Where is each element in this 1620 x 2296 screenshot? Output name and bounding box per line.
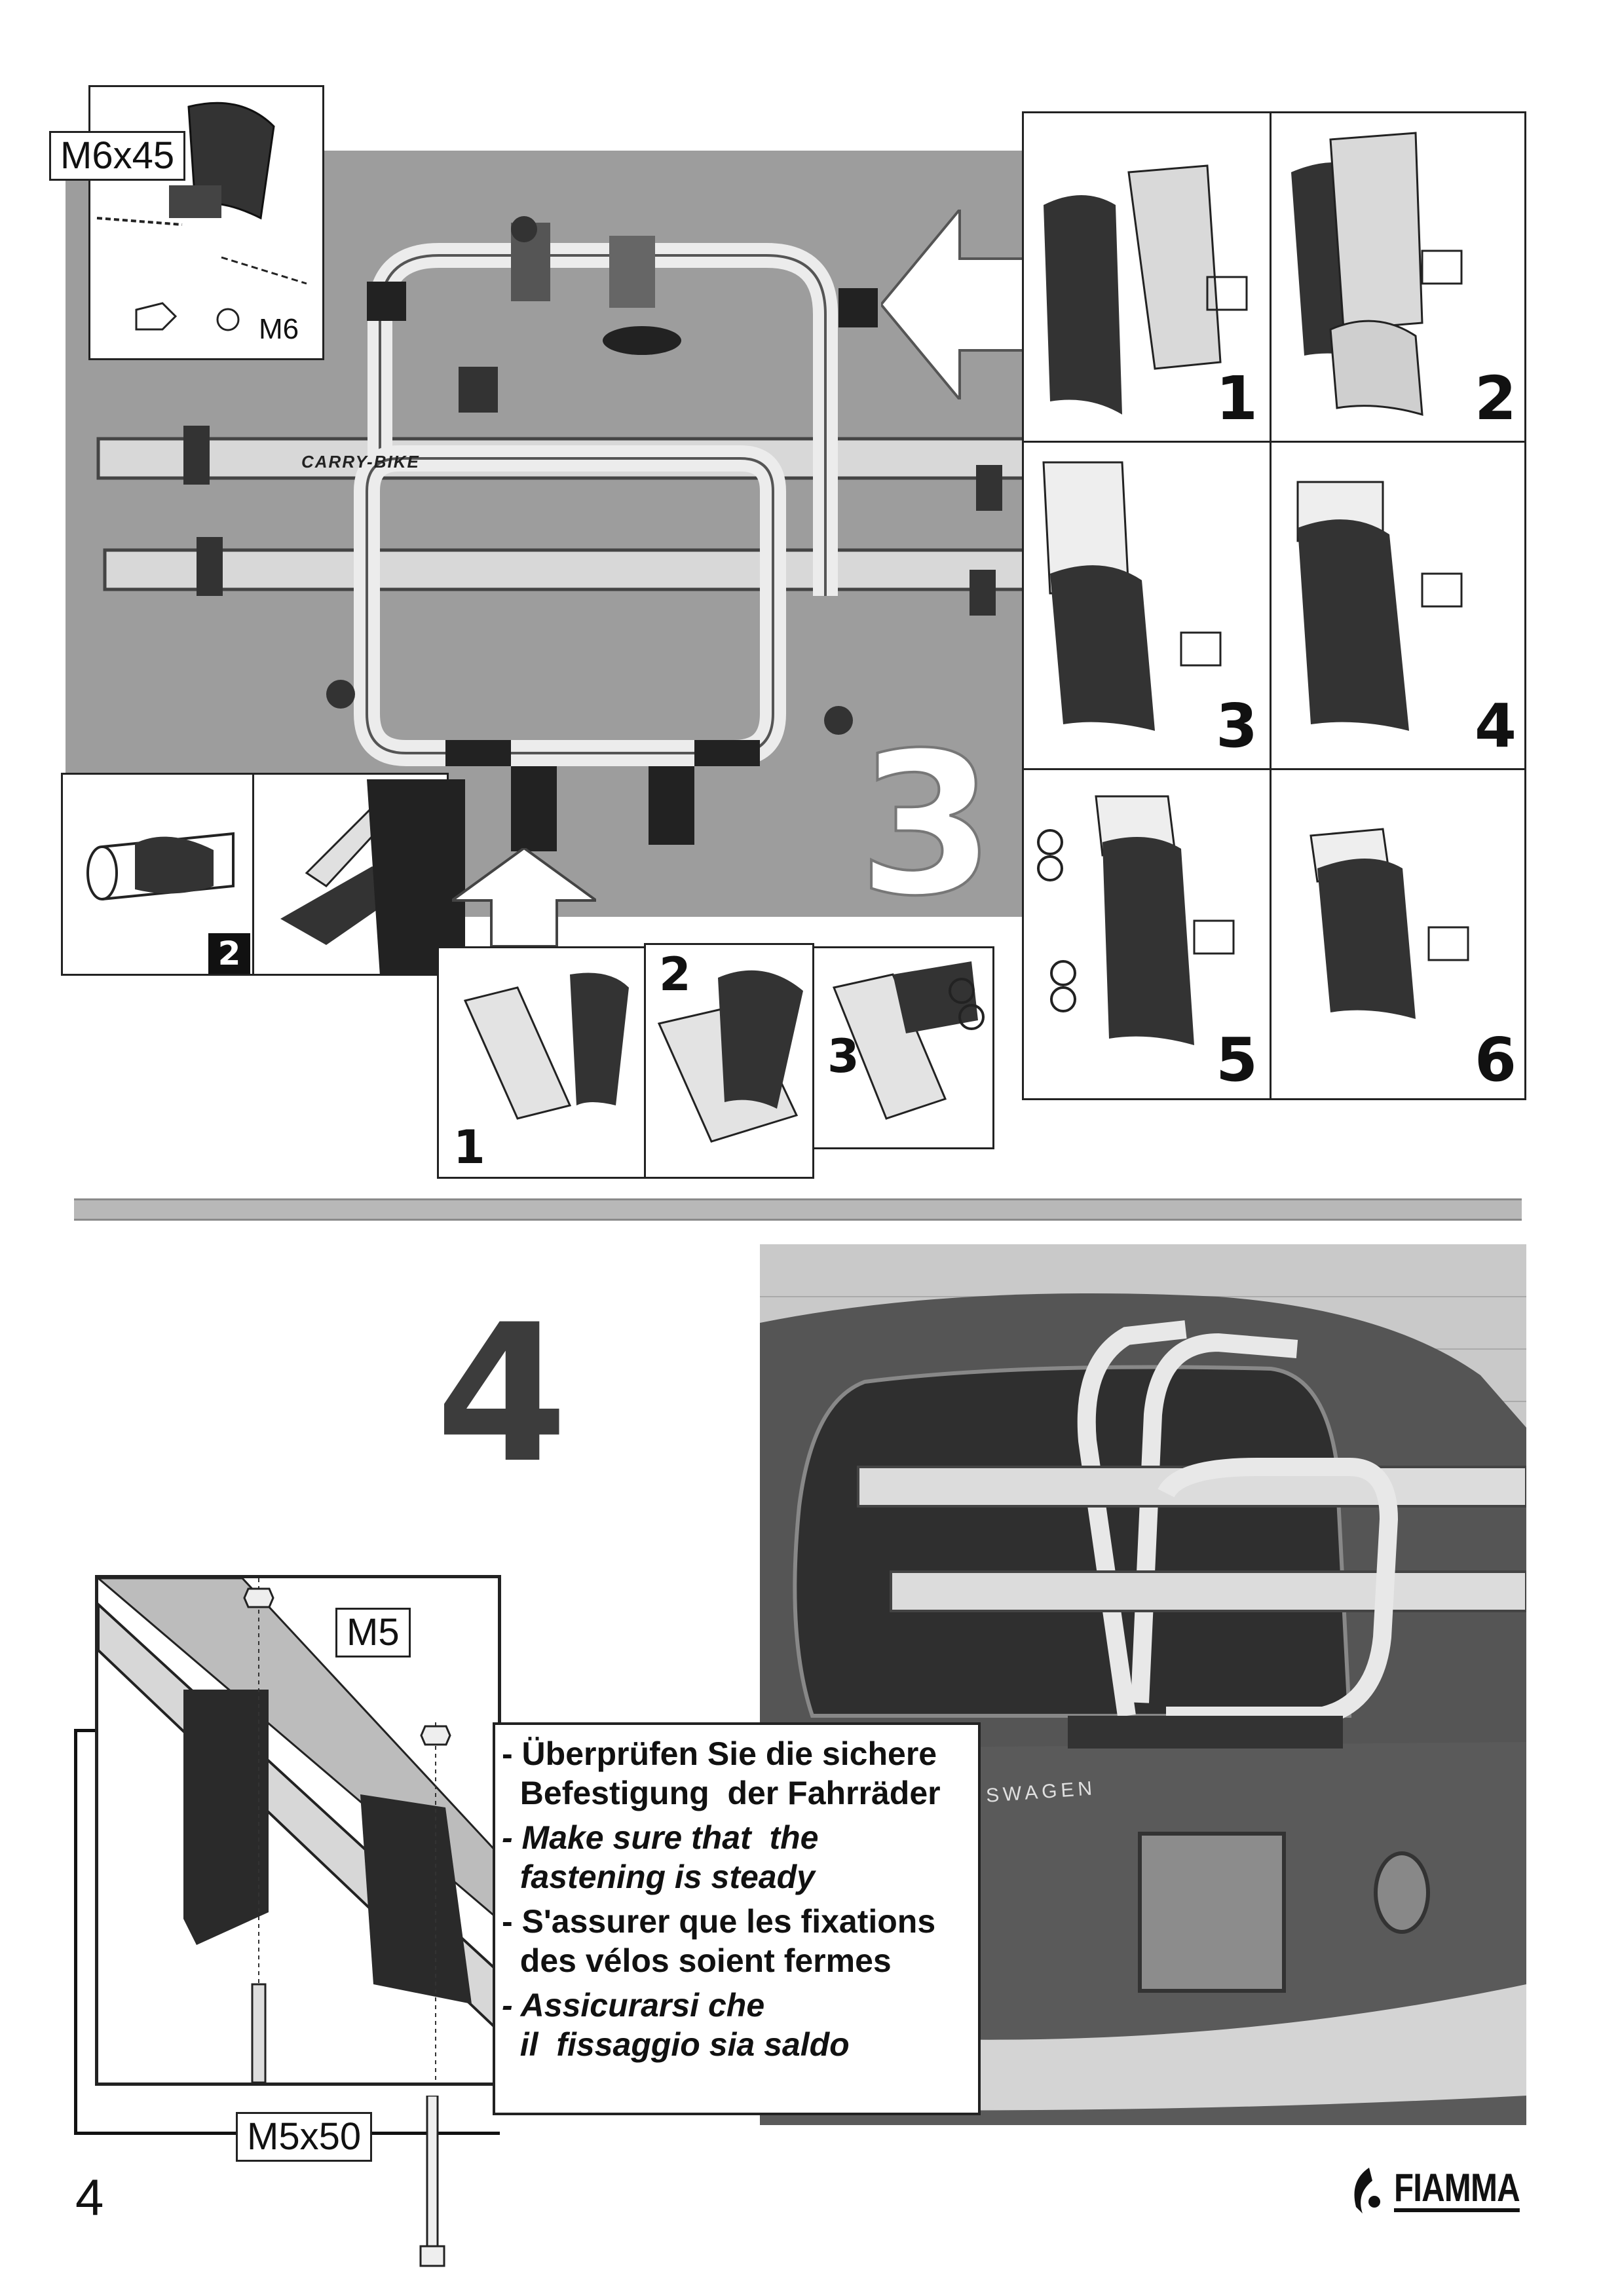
bolt-m5x50-icon xyxy=(419,2096,445,2279)
cover-steps-grid: 1 2 3 4 xyxy=(1022,111,1526,1100)
bolt-m6x45-label: M6x45 xyxy=(49,131,186,181)
cover-step-bottom-3-number: 3 xyxy=(827,1029,859,1083)
step-4-number: 4 xyxy=(436,1284,568,1505)
fiamma-logo: FIAMMA xyxy=(1343,2161,1539,2220)
cover-step-3-number: 3 xyxy=(1215,691,1258,761)
cover-step-bottom-2-number: 2 xyxy=(659,948,691,1001)
cover-step-6-number: 6 xyxy=(1474,1025,1516,1095)
inset-step-2-badge: 2 xyxy=(208,933,250,974)
cover-step-6: 6 xyxy=(1272,770,1528,1102)
nut-m6-label: M6 xyxy=(259,313,299,345)
connector-shape xyxy=(367,779,465,976)
nut-m5-label: M5 xyxy=(335,1608,411,1657)
instruction-it-line2: il fissaggio sia saldo xyxy=(502,2026,850,2063)
instruction-de-line1: - Überprüfen Sie die sichere xyxy=(502,1735,937,1772)
bracket-diagram xyxy=(95,1575,501,2086)
cover-step-1: 1 xyxy=(1024,113,1270,441)
instruction-en-line1: - Make sure that the xyxy=(502,1819,819,1856)
instruction-de-line2: Befestigung der Fahrräder xyxy=(502,1775,941,1811)
instruction-box: - Überprüfen Sie die sichere Befestigung… xyxy=(493,1722,981,2115)
instruction-en-line2: fastening is steady xyxy=(502,1859,815,1895)
cover-step-bottom-1-number: 1 xyxy=(453,1120,485,1174)
carry-bike-label: CARRY-BIKE xyxy=(301,452,420,472)
cover-step-3: 3 xyxy=(1024,443,1270,768)
cover-step-bottom-2: 2 xyxy=(644,943,814,1179)
fiamma-flame-icon xyxy=(1354,2168,1380,2213)
instruction-fr-line1: - S'assurer que les fixations xyxy=(502,1903,936,1940)
cover-step-4: 4 xyxy=(1272,443,1528,768)
left-arrow-icon xyxy=(881,210,1038,399)
cover-step-5: 5 xyxy=(1024,770,1270,1102)
cover-step-1-number: 1 xyxy=(1215,363,1258,434)
cover-step-bottom-1: 1 xyxy=(437,946,647,1179)
page-number: 4 xyxy=(75,2168,104,2226)
cover-step-4-number: 4 xyxy=(1474,691,1516,761)
bolt-m5x50-label: M5x50 xyxy=(236,2112,373,2162)
van-rack-photo xyxy=(760,1244,1526,2125)
cover-step-bottom-3: 3 xyxy=(812,946,994,1149)
cover-step-5-number: 5 xyxy=(1215,1025,1258,1095)
cover-step-2-number: 2 xyxy=(1474,363,1516,434)
inset-step-2-number: 2 xyxy=(217,935,241,972)
fiamma-brand-text: FIAMMA xyxy=(1394,2168,1520,2212)
up-arrow-icon xyxy=(452,848,596,946)
section-separator xyxy=(74,1198,1522,1221)
tube-cover-inset xyxy=(61,773,254,976)
step-3-number: 3 xyxy=(857,711,996,939)
instruction-fr-line2: des vélos soient fermes xyxy=(502,1942,892,1979)
instruction-it-line1: - Assicurarsi che xyxy=(502,1987,765,2024)
cover-step-2: 2 xyxy=(1272,113,1528,441)
